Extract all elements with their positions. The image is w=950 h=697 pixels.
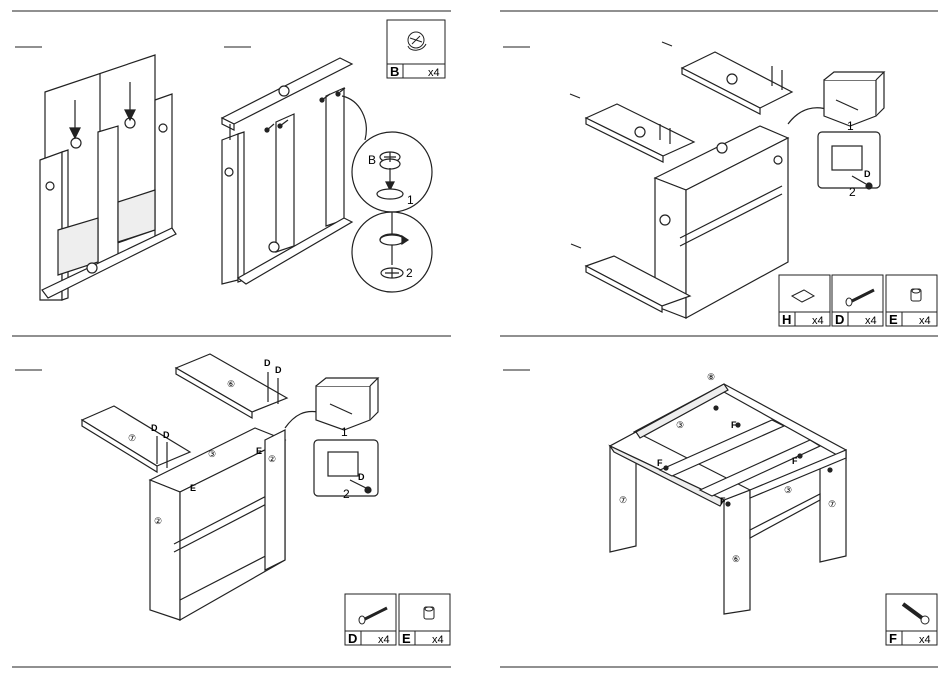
part-box-e2-qty: x4 [432, 634, 444, 646]
step4-d-b-label: D [275, 365, 282, 375]
part-box-e2-letter: E [402, 631, 411, 646]
step3-detail-2-label: 2 [849, 185, 856, 199]
step5-panel-8-label: ⑧ [707, 372, 715, 382]
step4-d-a-label: D [264, 358, 271, 368]
step3-detail-1-label: 1 [847, 119, 854, 133]
part-box-b-letter: B [390, 64, 399, 79]
step5-panel-3-front-label: ③ [784, 485, 792, 495]
step1-illustration [40, 55, 176, 300]
step4-panel-3-label: ③ [208, 449, 216, 459]
cam-lock-detail [352, 132, 432, 292]
step5-f-c-label: F [792, 456, 798, 466]
part-box-f-letter: F [889, 631, 897, 646]
step4-illustration [82, 354, 318, 620]
step4-d-d-label: D [163, 430, 170, 440]
step4-panel-2-top-label: ② [268, 454, 276, 464]
part-box-d2-qty: x4 [378, 634, 390, 646]
part-box-d2-letter: D [348, 631, 357, 646]
step5-f-d-label: F [720, 496, 726, 506]
cam-step-2-label: 2 [406, 266, 413, 280]
part-box-b-qty: x4 [428, 67, 440, 79]
part-box-h-qty: x4 [812, 315, 824, 327]
step4-panel-7-label: ⑦ [128, 433, 136, 443]
cam-letter-label: B [368, 153, 376, 167]
step4-d-c-label: D [151, 423, 158, 433]
part-box-e1-letter: E [889, 312, 898, 327]
step4-e-a-label: E [256, 446, 262, 456]
part-box-f-qty: x4 [919, 634, 931, 646]
step4-detail-2-label: 2 [343, 487, 350, 501]
part-box-e1-qty: x4 [919, 315, 931, 327]
step5-f-b-label: F [657, 458, 663, 468]
step4-detail-d-label: D [358, 472, 365, 482]
nut-icon [424, 607, 434, 619]
step4-panel-2-side-label: ② [154, 516, 162, 526]
step5-panel-7-right-label: ⑦ [828, 499, 836, 509]
step4-panel-6-label: ⑥ [227, 379, 235, 389]
step5-f-a-label: F [731, 420, 737, 430]
part-box-d1-qty: x4 [865, 315, 877, 327]
part-box-h-letter: H [782, 312, 791, 327]
nut-icon [911, 289, 921, 301]
cam-step-1-label: 1 [407, 193, 414, 207]
step5-panel-6-label: ⑥ [732, 554, 740, 564]
step2-illustration [222, 58, 366, 284]
step5-panel-3-back-label: ③ [676, 420, 684, 430]
step4-e-b-label: E [190, 483, 196, 493]
step3-detail-d-label: D [864, 169, 871, 179]
step4-detail-1-label: 1 [341, 425, 348, 439]
step5-panel-7-left-label: ⑦ [619, 495, 627, 505]
part-box-d1-letter: D [835, 312, 844, 327]
step5-illustration [610, 384, 846, 614]
